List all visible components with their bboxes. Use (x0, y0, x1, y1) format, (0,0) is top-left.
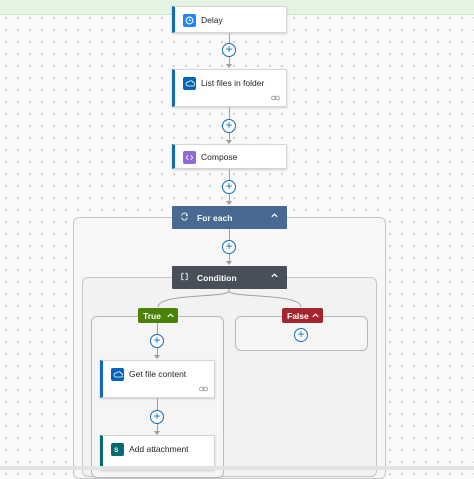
insert-step-button[interactable]: + (222, 43, 236, 57)
clock-icon (183, 14, 196, 27)
condition-icon (180, 272, 189, 283)
connector-line (229, 194, 230, 202)
chevron-up-icon[interactable] (311, 311, 320, 322)
chevron-up-icon[interactable] (270, 271, 279, 282)
action-card-compose[interactable]: Compose (172, 144, 287, 169)
branch-label-text: False (287, 311, 309, 321)
link-icon (199, 384, 208, 394)
link-icon (271, 93, 280, 103)
connector-arrow (226, 201, 232, 205)
connector-line (229, 254, 230, 262)
connector-line (229, 169, 230, 180)
connector-line (157, 323, 158, 334)
connector-line (229, 107, 230, 119)
connector-line (157, 348, 158, 356)
connector-arrow (154, 431, 160, 435)
loop-icon (180, 212, 189, 223)
action-card-add-attachment[interactable]: S Add attachment (100, 435, 215, 470)
connector-arrow (154, 355, 160, 359)
connector-arrow (226, 140, 232, 144)
insert-step-button[interactable]: + (222, 119, 236, 133)
false-branch-label[interactable]: False (282, 308, 323, 323)
condition-header[interactable]: Condition (172, 266, 287, 289)
connector-line (157, 424, 158, 432)
action-title: Delay (201, 15, 223, 25)
chevron-up-icon[interactable] (166, 311, 175, 322)
onedrive-icon (111, 368, 124, 381)
branch-label-text: True (143, 311, 161, 321)
bottom-scroll-area (0, 466, 474, 470)
add-action-false-button[interactable]: + (294, 328, 308, 342)
insert-step-button[interactable]: + (150, 410, 164, 424)
sharepoint-icon: S (111, 443, 124, 456)
action-title: Compose (201, 152, 238, 162)
connector-line (157, 398, 158, 410)
connector-arrow (226, 261, 232, 265)
for-each-header[interactable]: For each (172, 206, 287, 229)
chevron-up-icon[interactable] (270, 211, 279, 222)
insert-step-button[interactable]: + (222, 180, 236, 194)
compose-icon (183, 151, 196, 164)
scope-title: Condition (197, 273, 237, 283)
action-card-list-files[interactable]: List files in folder (172, 69, 287, 107)
action-title: List files in folder (201, 78, 265, 88)
connector-line (229, 57, 230, 65)
onedrive-icon (183, 77, 196, 90)
insert-step-button[interactable]: + (150, 334, 164, 348)
svg-text:S: S (114, 447, 118, 454)
action-title: Get file content (129, 369, 187, 379)
connector-line (229, 229, 230, 240)
connector-line (229, 133, 230, 141)
scope-title: For each (197, 213, 233, 223)
true-branch-label[interactable]: True (138, 308, 178, 323)
connector-arrow (226, 64, 232, 68)
action-card-delay[interactable]: Delay (172, 6, 287, 33)
insert-step-button[interactable]: + (222, 240, 236, 254)
action-card-get-file-content[interactable]: Get file content (100, 360, 215, 398)
connector-line (229, 33, 230, 43)
action-title: Add attachment (129, 444, 189, 454)
